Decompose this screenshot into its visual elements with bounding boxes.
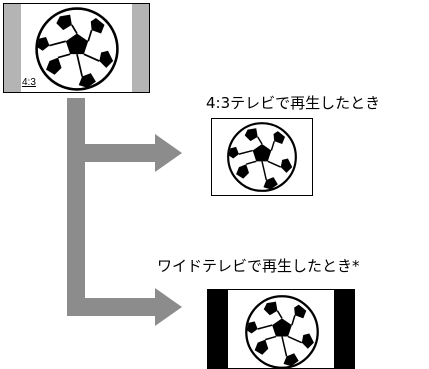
left-black-bar bbox=[208, 290, 228, 368]
tv-4-3-frame bbox=[211, 118, 313, 196]
soccer-ball-icon bbox=[35, 7, 119, 91]
aspect-badge: 4:3 bbox=[22, 77, 36, 88]
connector-trunk bbox=[67, 98, 85, 316]
arrow-right-icon bbox=[67, 288, 182, 326]
right-side-bar bbox=[132, 4, 149, 92]
caption-4-3-tv: 4:3テレビで再生したとき bbox=[206, 94, 381, 112]
soccer-ball-icon bbox=[245, 295, 319, 368]
right-black-bar bbox=[334, 290, 354, 368]
caption-wide-tv: ワイドテレビで再生したとき* bbox=[157, 257, 360, 275]
source-frame: 4:3 bbox=[3, 3, 150, 93]
left-side-bar bbox=[4, 4, 21, 92]
soccer-ball-icon bbox=[227, 122, 297, 192]
arrow-right-icon bbox=[67, 134, 182, 172]
wide-tv-frame bbox=[207, 289, 355, 369]
